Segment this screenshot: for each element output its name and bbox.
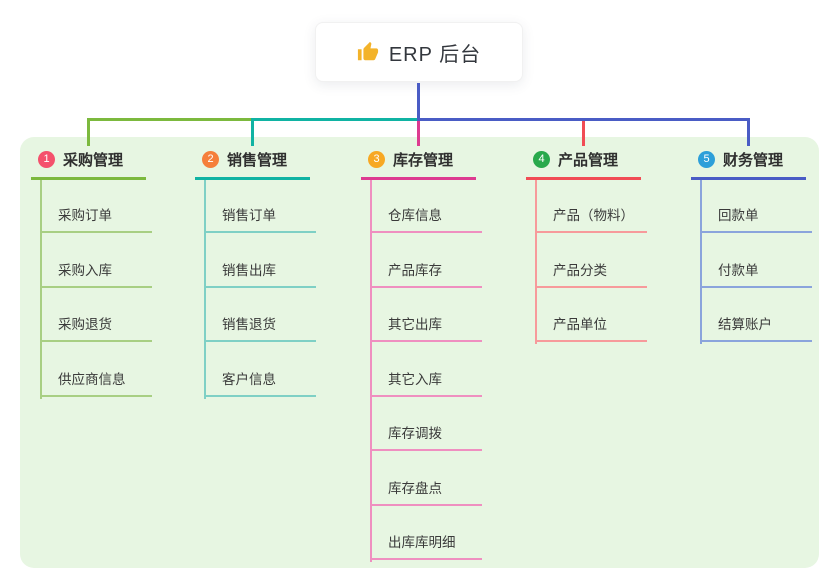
child-node-label: 产品（物料） — [553, 208, 634, 223]
branch-index-badge: 1 — [38, 151, 55, 168]
thumbs-up-icon — [357, 41, 379, 63]
bus-segment-2 — [251, 118, 420, 121]
child-node-label: 其它入库 — [388, 371, 442, 387]
child-node[interactable]: 其它出库 — [370, 312, 482, 342]
branch-label: 库存管理 — [393, 152, 454, 169]
branch-index-badge: 3 — [368, 151, 385, 168]
branch-index-badge: 2 — [202, 151, 219, 168]
child-node[interactable]: 产品（物料） — [535, 203, 647, 233]
branch-label: 产品管理 — [558, 152, 619, 169]
child-node-label: 库存调拨 — [388, 426, 442, 441]
child-node-label: 产品单位 — [553, 317, 607, 332]
branch-node-5[interactable]: 5 财务管理 — [691, 147, 806, 180]
root-stem-line — [417, 83, 420, 121]
branch-index-badge: 5 — [698, 151, 715, 168]
child-node-label: 采购退货 — [58, 317, 112, 332]
child-node[interactable]: 销售退货 — [204, 312, 316, 342]
child-node[interactable]: 供应商信息 — [40, 367, 152, 397]
child-node[interactable]: 产品库存 — [370, 258, 482, 288]
branch-drop-line — [417, 121, 420, 146]
child-node-label: 库存盘点 — [388, 480, 442, 496]
bus-segment-3 — [417, 118, 750, 121]
branch-drop-line — [747, 121, 750, 146]
child-node[interactable]: 产品分类 — [535, 258, 647, 288]
branch-drop-line — [251, 121, 254, 146]
child-node[interactable]: 库存盘点 — [370, 476, 482, 506]
child-node[interactable]: 付款单 — [700, 258, 812, 288]
child-spine-line — [40, 180, 42, 399]
branch-index-badge: 4 — [533, 151, 550, 168]
root-node-label: ERP 后台 — [388, 43, 482, 66]
child-node[interactable]: 产品单位 — [535, 312, 647, 342]
branch-drop-line — [87, 121, 90, 146]
child-node-label: 结算账户 — [718, 317, 772, 332]
child-node[interactable]: 结算账户 — [700, 312, 812, 342]
child-node[interactable]: 采购退货 — [40, 312, 152, 342]
child-node[interactable]: 销售出库 — [204, 258, 316, 288]
child-node-label: 仓库信息 — [388, 208, 442, 223]
child-node-label: 产品分类 — [553, 262, 607, 278]
child-node[interactable]: 仓库信息 — [370, 203, 482, 233]
child-node-label: 采购订单 — [58, 208, 112, 223]
child-spine-line — [204, 180, 206, 399]
child-node-label: 销售订单 — [222, 208, 276, 223]
child-node[interactable]: 采购入库 — [40, 258, 152, 288]
child-spine-line — [535, 180, 537, 344]
child-node-label: 回款单 — [718, 208, 759, 223]
branch-node-1[interactable]: 1 采购管理 — [31, 147, 146, 180]
child-node-label: 出库库明细 — [388, 535, 456, 550]
branch-drop-line — [582, 121, 585, 146]
branch-label: 财务管理 — [723, 152, 784, 169]
branch-node-4[interactable]: 4 产品管理 — [526, 147, 641, 180]
root-node-erp[interactable]: ERP 后台 — [315, 22, 523, 82]
child-node-label: 供应商信息 — [58, 371, 126, 387]
branches-panel — [20, 137, 819, 568]
branch-node-3[interactable]: 3 库存管理 — [361, 147, 476, 180]
branch-label: 销售管理 — [227, 152, 288, 169]
child-node[interactable]: 回款单 — [700, 203, 812, 233]
child-node[interactable]: 库存调拨 — [370, 421, 482, 451]
branch-label: 采购管理 — [63, 152, 124, 169]
child-node-label: 付款单 — [718, 262, 759, 278]
child-node[interactable]: 客户信息 — [204, 367, 316, 397]
child-node-label: 客户信息 — [222, 371, 276, 387]
child-node[interactable]: 销售订单 — [204, 203, 316, 233]
child-node[interactable]: 其它入库 — [370, 367, 482, 397]
child-node-label: 销售退货 — [222, 317, 276, 332]
child-node-label: 销售出库 — [222, 262, 276, 278]
child-node-label: 产品库存 — [388, 262, 442, 278]
child-node[interactable]: 采购订单 — [40, 203, 152, 233]
child-node-label: 其它出库 — [388, 317, 442, 332]
child-node[interactable]: 出库库明细 — [370, 530, 482, 560]
branch-node-2[interactable]: 2 销售管理 — [195, 147, 310, 180]
child-spine-line — [700, 180, 702, 344]
child-node-label: 采购入库 — [58, 262, 112, 278]
child-spine-line — [370, 180, 372, 562]
bus-segment-1 — [87, 118, 254, 121]
